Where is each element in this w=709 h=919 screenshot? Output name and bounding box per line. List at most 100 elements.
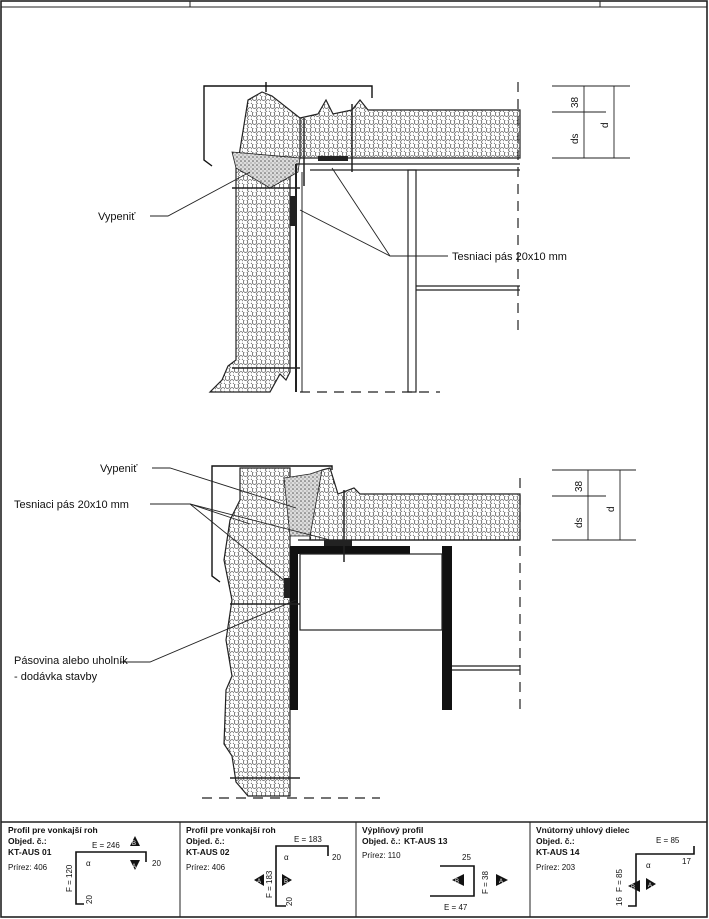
top-detail: Vypeniť Tesniaci pás 20x10 mm 38 ds d (98, 82, 630, 393)
a-mark: A (132, 864, 136, 870)
cell-section: Prírez: 406 (186, 863, 226, 872)
steel-post (407, 169, 417, 393)
b-mark: B (631, 885, 635, 891)
dim-d: d (600, 122, 611, 128)
strip-leader (120, 599, 297, 663)
foam-label: Vypeniť (100, 463, 138, 475)
b-mark: B (132, 841, 136, 847)
steel-column (290, 546, 298, 710)
cell-title: Výplňový profil (362, 825, 423, 835)
alpha-mark: α (284, 853, 289, 862)
cell-obj-label: Objed. č.: (8, 836, 47, 846)
b-marker-icon (282, 874, 292, 886)
a-mark: A (648, 883, 652, 889)
strip-label-line2: - dodávka stavby (14, 671, 98, 683)
cell-section: Prírez: 110 (362, 851, 401, 860)
cell-title: Vnútorný uhlový dielec (536, 825, 630, 835)
profile-shape (75, 851, 147, 905)
seal-strip (318, 156, 348, 161)
cell-code: KT-AUS 14 (536, 847, 580, 857)
a-marker-icon (130, 860, 140, 870)
steel-beam-flange (290, 546, 410, 554)
foam-leader (152, 467, 297, 509)
dim-ds: ds (570, 133, 581, 144)
b-marker-icon (452, 874, 464, 886)
corner-foam (237, 91, 301, 163)
b-mark: B (455, 879, 459, 885)
footer-cell-kt-aus-13: Výplňový profil Objed. č.: Prírez: 110 K… (362, 825, 508, 912)
steel-web (299, 553, 443, 631)
seal-strip (290, 196, 295, 226)
cell-code: KT-AUS 13 (404, 836, 448, 846)
dim-38: 38 (574, 480, 585, 492)
steel-post (442, 546, 452, 710)
corner-flashing (203, 85, 373, 167)
seal-leader (189, 503, 287, 583)
corner-flashing (211, 465, 333, 583)
a-marker-icon (254, 874, 264, 886)
cell-code: KT-AUS 01 (8, 847, 52, 857)
f-dim: F = 183 (265, 870, 274, 898)
wall-panel (223, 467, 291, 797)
seal-leader (189, 503, 251, 525)
seal-strip (284, 578, 290, 598)
dimension-block: 38 ds d (552, 469, 636, 541)
b-mark: B (284, 879, 288, 885)
e-dim: E = 246 (92, 841, 120, 850)
cell-code: KT-AUS 02 (186, 847, 230, 857)
dimension-block: 38 ds d (552, 85, 630, 159)
fill-foam (283, 469, 323, 537)
strip-label-line1: Pásovina alebo uholník (14, 655, 128, 667)
cell-title: Profil pre vonkajší roh (186, 825, 276, 835)
alpha-mark: α (646, 861, 651, 870)
e-dim: E = 47 (444, 903, 468, 912)
profile-shape (275, 845, 329, 907)
dim-38: 38 (570, 96, 581, 108)
n1-dim: 20 (332, 853, 341, 862)
n2-dim: 20 (85, 895, 94, 904)
b-marker-icon (130, 836, 140, 846)
foam-leader (150, 171, 251, 217)
n1-dim: 17 (682, 857, 691, 866)
footer-table: Profil pre vonkajší roh Objed. č.: KT-AU… (1, 821, 707, 917)
e-dim: E = 183 (294, 835, 322, 844)
dim-ds: ds (574, 517, 585, 528)
a-mark: A (257, 879, 261, 885)
a-marker-icon (496, 874, 508, 886)
foam-label: Vypeniť (98, 211, 136, 223)
roof-panel (299, 98, 521, 159)
n1-dim: 20 (152, 859, 161, 868)
b-marker-icon (628, 880, 640, 892)
profile-shape (430, 865, 475, 897)
bottom-detail: Vypeniť Tesniaci pás 20x10 mm Pásovina a… (14, 463, 636, 799)
seal-label: Tesniaci pás 20x10 mm (14, 499, 129, 511)
footer-cell-kt-aus-14: Vnútorný uhlový dielec Objed. č.: KT-AUS… (536, 825, 695, 907)
f-dim: F = 120 (65, 864, 74, 892)
seal-strip (324, 540, 352, 546)
footer-cell-kt-aus-01: Profil pre vonkajší roh Objed. č.: KT-AU… (8, 825, 161, 905)
seal-leader (299, 209, 391, 257)
a-mark: A (499, 879, 503, 885)
f-dim: F = 85 (615, 869, 624, 892)
n2-dim: 16 (615, 897, 624, 906)
cell-section: Prírez: 203 (536, 863, 576, 872)
roof-panel (309, 467, 521, 541)
e-dim: E = 85 (656, 836, 680, 845)
f-dim: F = 38 (481, 871, 490, 894)
cell-obj-label: Objed. č.: (186, 836, 225, 846)
dim-d: d (606, 506, 617, 512)
seal-leader (331, 167, 448, 257)
cell-section: Prírez: 406 (8, 863, 48, 872)
footer-cell-kt-aus-02: Profil pre vonkajší roh Objed. č.: KT-AU… (186, 825, 341, 907)
cell-obj-label: Objed. č.: (362, 836, 401, 846)
n-top-dim: 25 (462, 853, 471, 862)
profile-shape (628, 846, 695, 907)
wall-panel (208, 167, 291, 393)
seal-label: Tesniaci pás 20x10 mm (452, 251, 567, 263)
n2-dim: 20 (285, 897, 294, 906)
a-marker-icon (646, 878, 656, 890)
cell-obj-label: Objed. č.: (536, 836, 575, 846)
cell-title: Profil pre vonkajší roh (8, 825, 98, 835)
